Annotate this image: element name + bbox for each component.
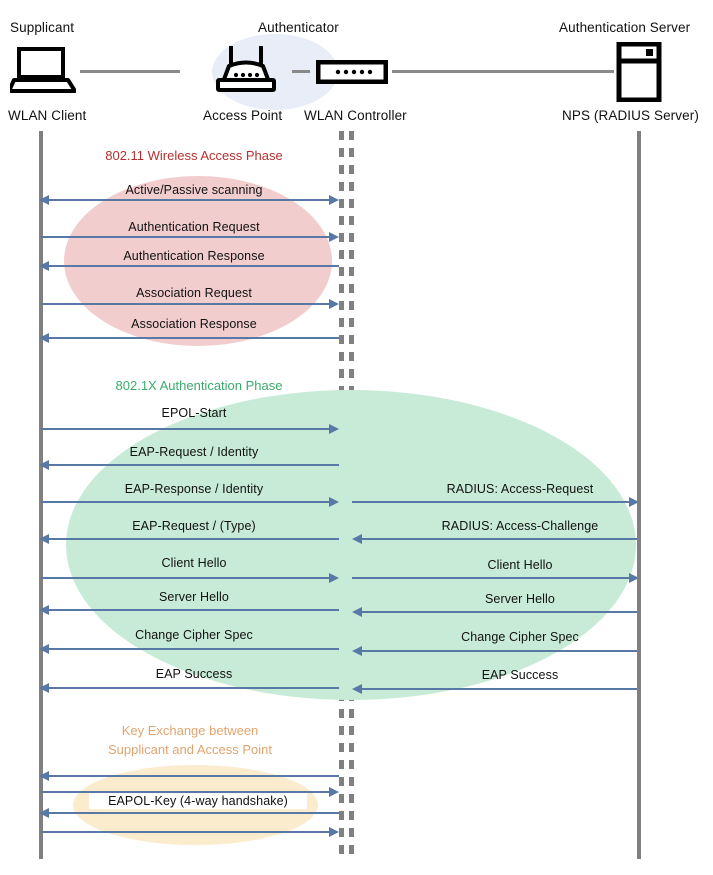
message-label: Authentication Request (128, 220, 260, 234)
controller-appliance-icon (316, 60, 388, 84)
message-label: Association Response (131, 317, 257, 331)
message-arrow-line (41, 236, 337, 238)
link-controller-to-server (392, 70, 614, 73)
arrowhead-right-icon (329, 195, 339, 205)
arrowhead-left-icon (39, 261, 49, 271)
message-arrow-line (41, 428, 337, 430)
lifeline-supplicant (39, 131, 43, 859)
arrowhead-left-icon (352, 684, 362, 694)
actor-device-nps-radius-server: NPS (RADIUS Server) (562, 108, 699, 123)
arrowhead-left-icon (39, 534, 49, 544)
message-arrow-line (41, 501, 337, 503)
arrowhead-left-icon (39, 683, 49, 693)
message-arrow-line (352, 501, 635, 503)
phase-label-key-exchange-line1: Key Exchange between (121, 723, 259, 738)
message-arrow-line (360, 538, 637, 540)
actor-device-wlan-controller: WLAN Controller (304, 108, 407, 123)
phase-ellipse-dot1x (66, 390, 636, 700)
message-label: Client Hello (161, 556, 227, 570)
lifeline-auth-server (637, 131, 641, 859)
arrowhead-left-icon (39, 195, 49, 205)
arrowhead-right-icon (329, 299, 339, 309)
phase-label-key-exchange-line2: Supplicant and Access Point (107, 742, 273, 757)
arrowhead-left-icon (39, 460, 49, 470)
phase-label-wireless-access: 802.11 Wireless Access Phase (105, 148, 283, 163)
actor-role-auth-server: Authentication Server (559, 20, 691, 35)
message-arrow-line (47, 609, 339, 611)
message-label: Change Cipher Spec (461, 630, 579, 644)
arrowhead-left-icon (39, 644, 49, 654)
server-tower-icon (616, 42, 662, 102)
arrowhead-right-icon (329, 424, 339, 434)
message-arrow-line (47, 265, 339, 267)
arrowhead-right-icon (329, 232, 339, 242)
arrowhead-left-icon (352, 607, 362, 617)
message-label: Association Request (136, 286, 252, 300)
arrowhead-right-icon (329, 787, 339, 797)
message-arrow-line (41, 791, 337, 793)
arrowhead-right-icon (629, 573, 639, 583)
arrowhead-left-icon (39, 771, 49, 781)
phase-label-dot1x: 802.1X Authentication Phase (115, 378, 283, 393)
message-arrow-line (360, 650, 637, 652)
message-label: RADIUS: Access-Challenge (441, 519, 599, 533)
message-label: EAP Success (155, 667, 233, 681)
message-arrow-line (47, 337, 339, 339)
message-label-eapol-key: EAPOL-Key (4-way handshake) (89, 793, 307, 809)
arrowhead-right-icon (329, 827, 339, 837)
message-label: Server Hello (485, 592, 555, 606)
arrowhead-left-icon (39, 333, 49, 343)
message-label: EAP Success (481, 668, 559, 682)
message-label: Server Hello (159, 590, 229, 604)
arrowhead-right-icon (329, 573, 339, 583)
arrowhead-right-icon (629, 497, 639, 507)
link-client-to-ap (80, 70, 180, 73)
actor-role-authenticator: Authenticator (258, 20, 339, 35)
message-label: EAP-Response / Identity (124, 482, 264, 496)
message-label: EAP-Request / Identity (129, 445, 259, 459)
message-arrow-line (47, 464, 339, 466)
actor-device-wlan-client: WLAN Client (8, 108, 87, 123)
message-label: EPOL-Start (161, 406, 227, 420)
message-label: Client Hello (487, 558, 553, 572)
message-arrow-line (47, 538, 339, 540)
message-arrow-line (41, 303, 337, 305)
message-arrow-line (360, 688, 637, 690)
actor-role-supplicant: Supplicant (10, 20, 75, 35)
message-arrow-line (41, 831, 337, 833)
wireless-router-icon (215, 44, 277, 96)
arrowhead-left-icon (39, 808, 49, 818)
message-arrow-line (47, 687, 339, 689)
message-arrow-line (41, 577, 337, 579)
laptop-icon (10, 46, 76, 94)
message-arrow-line (360, 611, 637, 613)
message-label: Change Cipher Spec (135, 628, 253, 642)
link-ap-to-controller (292, 70, 310, 73)
message-label: Authentication Response (123, 249, 265, 263)
phase-ellipse-wireless-access (64, 176, 332, 346)
arrowhead-right-icon (329, 497, 339, 507)
message-label: EAP-Request / (Type) (132, 519, 256, 533)
message-arrow-line (47, 199, 337, 201)
message-label: Active/Passive scanning (125, 183, 263, 197)
actor-device-access-point: Access Point (203, 108, 283, 123)
arrowhead-left-icon (352, 534, 362, 544)
arrowhead-left-icon (39, 605, 49, 615)
message-arrow-line (47, 775, 339, 777)
arrowhead-left-icon (352, 646, 362, 656)
message-arrow-line (47, 648, 339, 650)
message-arrow-line (352, 577, 635, 579)
message-label: RADIUS: Access-Request (446, 482, 594, 496)
message-arrow-line (47, 812, 339, 814)
